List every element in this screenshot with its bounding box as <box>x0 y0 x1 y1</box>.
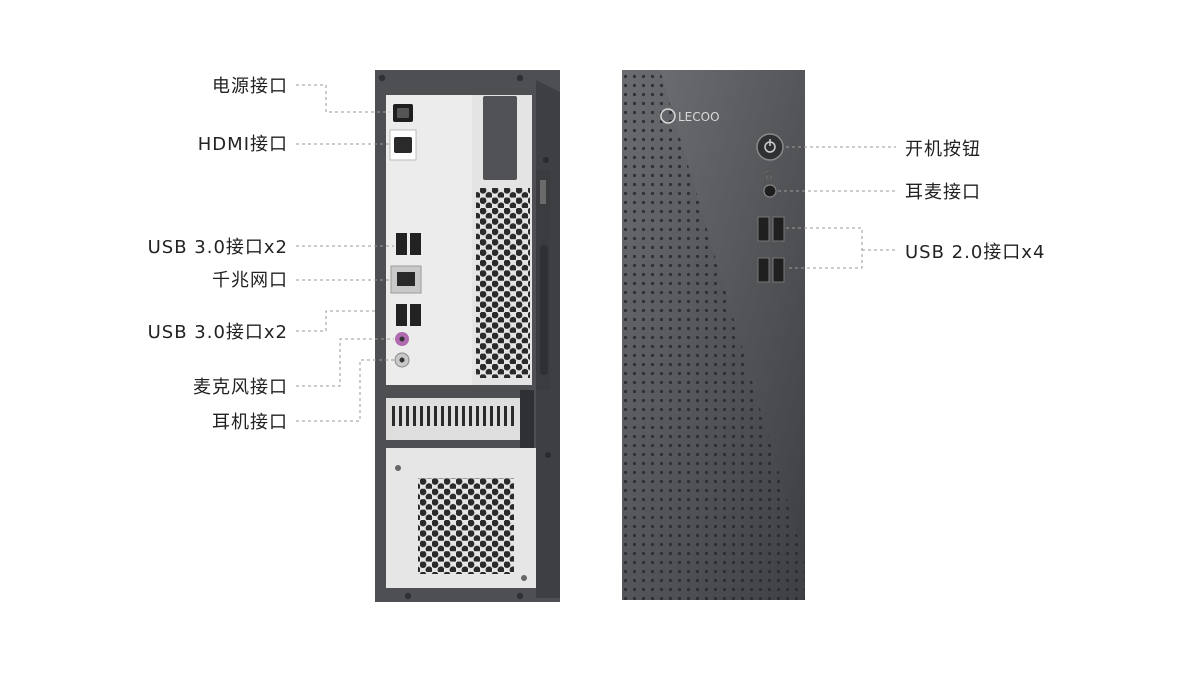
usb20-port-1 <box>757 216 770 242</box>
label-ethernet-port: 千兆网口 <box>212 270 288 291</box>
rear-view <box>375 70 560 602</box>
brand-logo <box>660 108 676 124</box>
label-usb20-ports: USB 2.0接口x4 <box>905 242 1046 263</box>
label-mic-port: 麦克风接口 <box>193 377 288 398</box>
front-view: LECOO 🎧 <box>622 70 805 600</box>
rear-vent-upper <box>476 188 530 378</box>
psu-vent <box>418 478 514 574</box>
power-button[interactable] <box>756 133 784 161</box>
label-hdmi-port: HDMI接口 <box>197 134 288 155</box>
usb30-port-2 <box>410 233 421 255</box>
label-power-port: 电源接口 <box>212 76 288 97</box>
label-usb30-upper: USB 3.0接口x2 <box>147 237 288 258</box>
svg-text:🎧: 🎧 <box>764 170 774 180</box>
callout-lines <box>296 84 896 422</box>
usb20-port-3 <box>757 257 770 283</box>
hdmi-port <box>394 137 412 153</box>
usb20-port-2 <box>772 216 785 242</box>
usb30-port-3 <box>396 304 407 326</box>
label-power-button: 开机按钮 <box>905 139 981 160</box>
usb30-port-4 <box>410 304 421 326</box>
usb30-port-1 <box>396 233 407 255</box>
brand-wordmark: LECOO <box>678 110 720 124</box>
label-headphone-port: 耳机接口 <box>212 412 288 433</box>
label-headset-jack: 耳麦接口 <box>905 182 981 203</box>
label-usb30-lower: USB 3.0接口x2 <box>147 322 288 343</box>
usb20-port-4 <box>772 257 785 283</box>
headset-jack <box>763 184 777 198</box>
front-mesh <box>622 70 805 600</box>
